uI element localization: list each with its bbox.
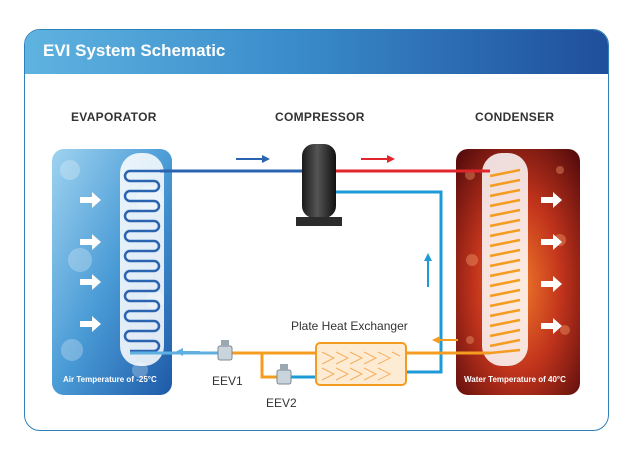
eev2-valve-icon xyxy=(276,364,292,385)
arrow-icon xyxy=(432,336,440,344)
evaporator-label: EVAPORATOR xyxy=(71,110,157,124)
arrow-icon xyxy=(175,348,183,356)
card-header: EVI System Schematic xyxy=(25,30,608,74)
condenser-label: CONDENSER xyxy=(475,110,555,124)
condenser-coil xyxy=(489,168,521,355)
arrow-right-icon xyxy=(541,234,562,250)
arrow-right-icon xyxy=(541,318,562,334)
injection-line xyxy=(334,190,443,374)
heat-arrows xyxy=(541,192,562,334)
evaporator-coil xyxy=(123,169,161,353)
eev2-label: EEV2 xyxy=(266,396,297,410)
plate-heat-exchanger-label: Plate Heat Exchanger xyxy=(291,319,408,333)
eev1-label: EEV1 xyxy=(212,374,243,388)
eev1-valve-icon xyxy=(217,340,233,361)
plate-heat-exchanger-icon xyxy=(315,342,407,386)
arrow-right-icon xyxy=(541,192,562,208)
compressor-icon xyxy=(296,144,342,226)
arrow-icon xyxy=(387,155,395,163)
airflow-arrows xyxy=(80,192,101,332)
arrow-right-icon xyxy=(80,192,101,208)
arrow-right-icon xyxy=(541,276,562,292)
evaporator-coil-housing xyxy=(120,153,164,366)
arrow-icon xyxy=(424,253,432,261)
compressor-label: COMPRESSOR xyxy=(275,110,365,124)
eev2-branch-line xyxy=(260,353,278,379)
arrow-right-icon xyxy=(80,234,101,250)
arrow-icon xyxy=(262,155,270,163)
water-temperature-label: Water Temperature of 40°C xyxy=(464,375,566,384)
page-title: EVI System Schematic xyxy=(43,41,226,60)
arrow-right-icon xyxy=(80,316,101,332)
arrow-right-icon xyxy=(80,274,101,290)
flow-arrows xyxy=(175,155,458,356)
air-temperature-label: Air Temperature of -25°C xyxy=(63,375,157,384)
